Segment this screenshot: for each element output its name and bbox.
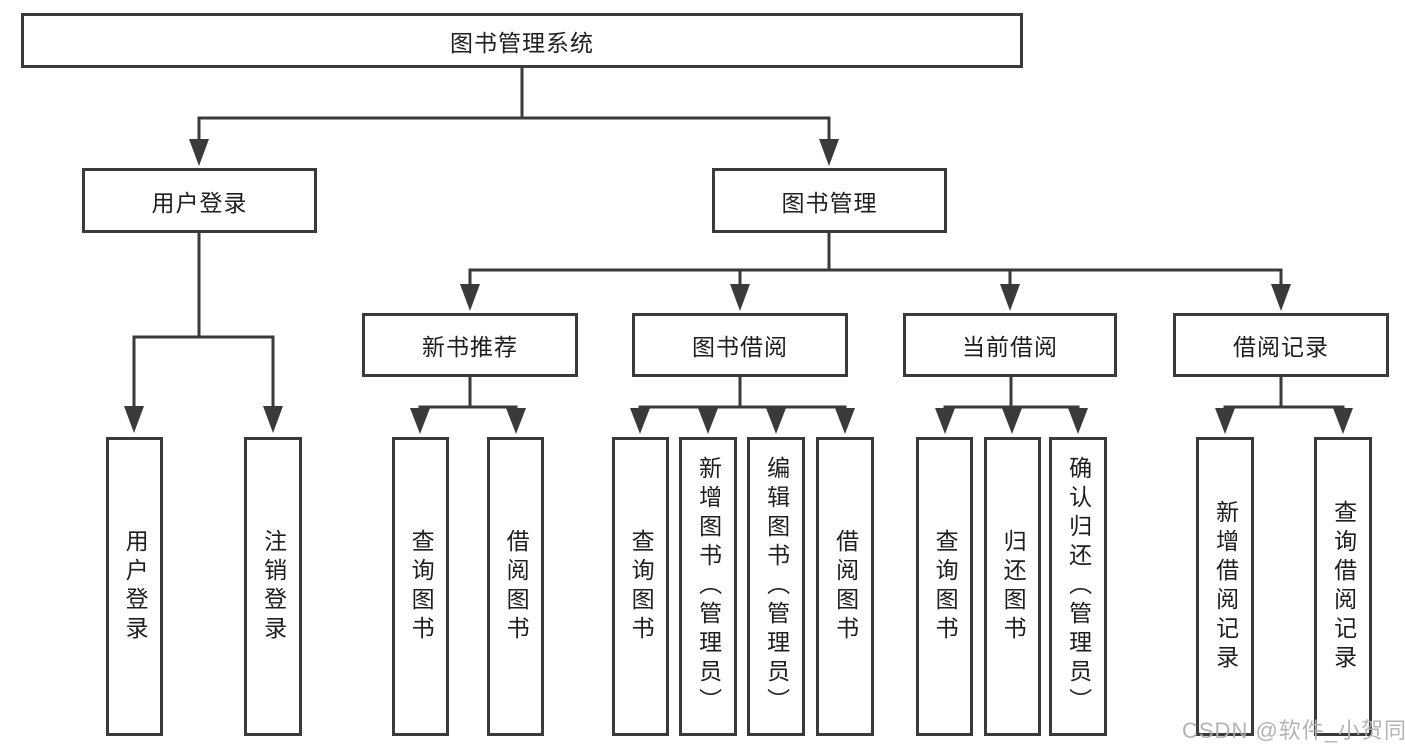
leaf-query-borrow-record: 查询借阅记录 [1314, 437, 1372, 736]
node-current-borrow-label: 当前借阅 [962, 334, 1058, 360]
node-new-book-recommend-label: 新书推荐 [422, 334, 518, 360]
node-root: 图书管理系统 [21, 13, 1023, 68]
leaf-add-books-admin-label: 新增图书（管理员） [695, 456, 722, 717]
leaf-confirm-return-admin-label: 确认归还（管理员） [1065, 456, 1092, 717]
leaf-query-books-borrow: 查询图书 [612, 437, 669, 736]
node-user-login: 用户登录 [82, 168, 317, 233]
leaf-confirm-return-admin: 确认归还（管理员） [1049, 437, 1107, 736]
leaf-return-books-label: 归还图书 [1000, 528, 1027, 645]
node-current-borrow: 当前借阅 [903, 313, 1117, 377]
leaf-add-books-admin: 新增图书（管理员） [679, 437, 737, 736]
node-borrow-records-label: 借阅记录 [1233, 334, 1329, 360]
node-book-management: 图书管理 [712, 168, 947, 233]
node-user-login-label: 用户登录 [151, 189, 248, 216]
leaf-query-books-recommend: 查询图书 [392, 437, 449, 736]
leaf-edit-books-admin-label: 编辑图书（管理员） [763, 456, 790, 717]
leaf-query-books-recommend-label: 查询图书 [408, 528, 435, 645]
leaf-query-books-current-label: 查询图书 [932, 528, 959, 645]
leaf-edit-books-admin: 编辑图书（管理员） [747, 437, 805, 736]
leaf-borrow-books-recommend-label: 借阅图书 [503, 528, 530, 645]
leaf-return-books: 归还图书 [984, 437, 1041, 736]
node-root-label: 图书管理系统 [450, 29, 594, 56]
node-new-book-recommend: 新书推荐 [362, 313, 578, 377]
node-book-borrow: 图书借阅 [632, 313, 848, 377]
csdn-watermark: CSDN @软件_小贺同学 [1182, 718, 1405, 743]
leaf-query-books-borrow-label: 查询图书 [628, 528, 655, 645]
node-borrow-records: 借阅记录 [1173, 313, 1389, 377]
leaf-borrow-books-label: 借阅图书 [832, 528, 859, 645]
leaf-query-borrow-record-label: 查询借阅记录 [1330, 499, 1357, 674]
leaf-logout: 注销登录 [244, 437, 302, 736]
leaf-add-borrow-record: 新增借阅记录 [1196, 437, 1254, 736]
leaf-user-login-label: 用户登录 [122, 528, 149, 645]
leaf-user-login: 用户登录 [106, 437, 163, 736]
leaf-logout-label: 注销登录 [260, 528, 287, 645]
leaf-borrow-books-recommend: 借阅图书 [487, 437, 544, 736]
node-book-borrow-label: 图书借阅 [692, 334, 788, 360]
leaf-add-borrow-record-label: 新增借阅记录 [1212, 499, 1239, 674]
leaf-query-books-current: 查询图书 [916, 437, 973, 736]
leaf-borrow-books: 借阅图书 [816, 437, 874, 736]
node-book-management-label: 图书管理 [781, 189, 878, 216]
